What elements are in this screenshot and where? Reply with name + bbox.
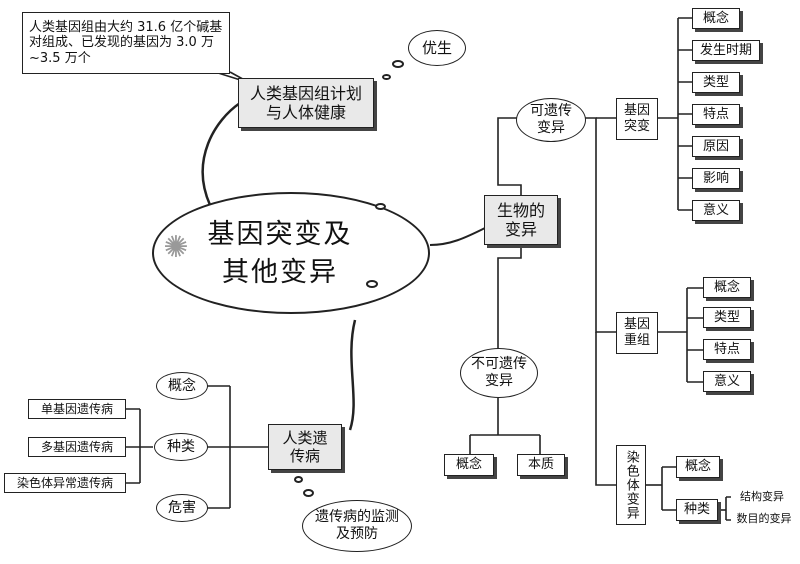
eugenics-bubble: 优生 [408, 30, 466, 66]
genetic-disease-node: 人类遗传病 [268, 424, 342, 470]
heritable-variation-node: 可遗传变异 [516, 98, 586, 142]
thought-bubble-dot [375, 203, 386, 210]
central-topic-label: 基因突变及其他变异 [207, 219, 353, 288]
thought-bubble-dot [366, 280, 378, 288]
disease-concept: 概念 [156, 372, 208, 400]
thought-bubble-dot [303, 489, 314, 497]
chromosome-concept: 概念 [676, 456, 720, 478]
recombination-item: 特点 [703, 339, 751, 360]
variation-node: 生物的变异 [484, 195, 558, 245]
chromosome-type-item: 数目的变异 [736, 512, 792, 526]
mutation-item: 影响 [692, 168, 740, 189]
mutation-item: 概念 [692, 8, 740, 29]
nonheritable-item: 本质 [517, 454, 565, 476]
recombination-item: 意义 [703, 371, 751, 392]
hgp-node: 人类基因组计划与人体健康 [238, 78, 374, 128]
disease-type-item: 染色体异常遗传病 [4, 473, 126, 493]
disease-type-item: 多基因遗传病 [28, 437, 126, 457]
mutation-item: 发生时期 [692, 40, 760, 61]
thought-bubble-dot [382, 74, 391, 80]
mutation-item: 类型 [692, 72, 740, 93]
disease-types: 种类 [154, 433, 208, 461]
sun-icon: ✺ [163, 230, 189, 265]
hgp-note: 人类基因组由大约 31.6 亿个碱基对组成、已发现的基因为 3.0 万 ~3.5… [22, 12, 230, 74]
nonheritable-variation-node: 不可遗传变异 [460, 348, 538, 398]
disease-type-item: 单基因遗传病 [28, 399, 126, 419]
recombination-item: 类型 [703, 307, 751, 328]
gene-recombination-node: 基因重组 [616, 312, 658, 354]
mutation-item: 原因 [692, 136, 740, 157]
thought-bubble-dot [294, 476, 303, 483]
nonheritable-item: 概念 [444, 454, 494, 476]
recombination-item: 概念 [703, 277, 751, 298]
disease-harm: 危害 [156, 494, 208, 522]
chromosome-types: 种类 [676, 499, 718, 521]
thought-bubble-dot [392, 60, 404, 68]
central-topic [152, 192, 430, 314]
chromosome-type-item: 结构变异 [740, 490, 784, 504]
disease-prevention-bubble: 遗传病的监测及预防 [302, 500, 412, 552]
gene-mutation-node: 基因突变 [616, 98, 658, 140]
mutation-item: 意义 [692, 200, 740, 221]
mutation-item: 特点 [692, 104, 740, 125]
chromosome-variation-node: 染色体变异 [616, 445, 646, 525]
